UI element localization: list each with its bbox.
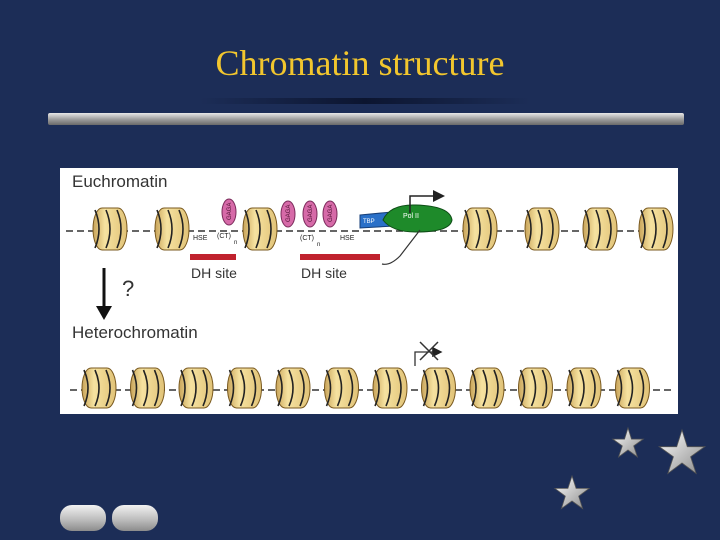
hse-label: HSE [193, 235, 208, 242]
euchromatin-nucleosomes [92, 207, 674, 251]
dh-site-bar [300, 254, 380, 260]
ct-label: (CT) [217, 233, 231, 240]
nucleosome [178, 367, 214, 409]
gaga-factor [302, 200, 318, 228]
ct-subscript: n [234, 240, 237, 246]
blocked-transcription-icon [419, 341, 439, 361]
nucleosome [227, 367, 262, 409]
nucleosome [275, 367, 311, 409]
gaga-text: GAGA [286, 205, 292, 222]
nascent-rna [381, 229, 421, 265]
dh-site-label: DH site [301, 265, 347, 281]
previous-slide-button[interactable] [60, 505, 106, 531]
slide-title: Chromatin structure [215, 43, 505, 83]
nucleosome [582, 207, 618, 251]
pol2-label: Pol II [403, 213, 419, 220]
transcription-start-arrow-icon [409, 190, 445, 213]
gaga-factor [280, 200, 296, 228]
nucleosome [518, 367, 553, 409]
nucleosome [372, 367, 408, 409]
nucleosome [130, 367, 165, 409]
nucleosome [324, 367, 359, 409]
gaga-text: GAGA [328, 205, 334, 222]
gaga-factors: GAGA GAGA GAGA GAGA [221, 198, 338, 228]
gaga-text: GAGA [227, 203, 233, 220]
chromatin-diagram: Euchromatin GAGA GAGA GAGA GAGA HSE (CT)… [66, 172, 674, 409]
nucleosome [421, 367, 456, 409]
title-shadow [200, 98, 530, 104]
question-mark: ? [122, 276, 134, 301]
dh-site-bar [190, 254, 236, 260]
next-slide-button[interactable] [112, 505, 158, 531]
nucleosome [469, 367, 505, 409]
nucleosome [81, 367, 117, 409]
nucleosome [615, 367, 650, 409]
nucleosome [154, 207, 190, 251]
gaga-factor [221, 198, 237, 226]
hse-label: HSE [340, 235, 355, 242]
nucleosome [242, 207, 278, 251]
nucleosome [638, 207, 674, 251]
down-arrow-head [96, 306, 112, 320]
nucleosome [566, 367, 602, 409]
dh-site-label: DH site [191, 265, 237, 281]
euchromatin-label: Euchromatin [72, 172, 167, 191]
pol2-shape [382, 204, 453, 233]
blocked-transcription-arrow [414, 346, 443, 366]
tbp-label: TBP [363, 219, 375, 225]
ct-label: (CT) [300, 235, 314, 242]
star-group [553, 426, 707, 510]
star-icon [553, 474, 591, 510]
gaga-text: GAGA [308, 205, 314, 222]
nucleosome [462, 207, 498, 251]
star-icon [657, 428, 707, 475]
nucleosome [524, 207, 560, 251]
heterochromatin-nucleosomes [81, 367, 650, 409]
ct-subscript: n [317, 242, 320, 248]
chromatin-figure: Euchromatin GAGA GAGA GAGA GAGA HSE (CT)… [60, 168, 678, 414]
star-icon [611, 426, 645, 458]
heterochromatin-label: Heterochromatin [72, 323, 198, 342]
title-divider [48, 113, 684, 125]
stars-decoration [553, 426, 707, 510]
nucleosome [92, 207, 128, 251]
gaga-factor [322, 200, 338, 228]
